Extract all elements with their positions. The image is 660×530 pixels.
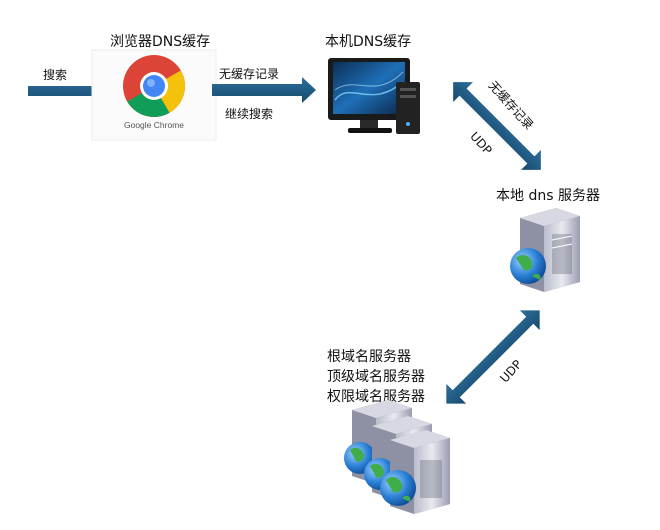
local-dns-server-label: 本地 dns 服务器 xyxy=(496,188,600,204)
continue-search-label: 继续搜索 xyxy=(225,107,274,121)
server-tiers-label: 根域名服务器 顶级域名服务器 权限域名服务器 xyxy=(327,347,425,407)
no-cache-record-label: 无缓存记录 xyxy=(219,67,280,81)
udp-label-top: UDP xyxy=(467,129,494,157)
local-to-dns-double-arrow xyxy=(453,82,541,170)
local-cache-label: 本机DNS缓存 xyxy=(325,34,412,50)
browser-cache-label: 浏览器DNS缓存 xyxy=(110,34,211,50)
search-label: 搜索 xyxy=(43,68,68,82)
server-stack-icon xyxy=(344,400,450,514)
root-server-label: 根域名服务器 xyxy=(327,349,411,365)
google-chrome-icon xyxy=(123,55,185,117)
google-chrome-caption: Google Chrome xyxy=(124,120,184,130)
browser-to-local-arrow xyxy=(212,77,316,103)
server-globe-icon xyxy=(510,208,580,292)
authoritative-server-label: 权限域名服务器 xyxy=(327,389,425,405)
search-arrow xyxy=(28,78,106,104)
server-front xyxy=(380,430,450,514)
dns-to-root-double-arrow xyxy=(446,310,540,404)
browser-box: Google Chrome xyxy=(91,49,217,141)
udp-label-bottom: UDP xyxy=(497,357,524,385)
desktop-computer-icon xyxy=(328,58,420,134)
tld-server-label: 顶级域名服务器 xyxy=(327,369,425,385)
